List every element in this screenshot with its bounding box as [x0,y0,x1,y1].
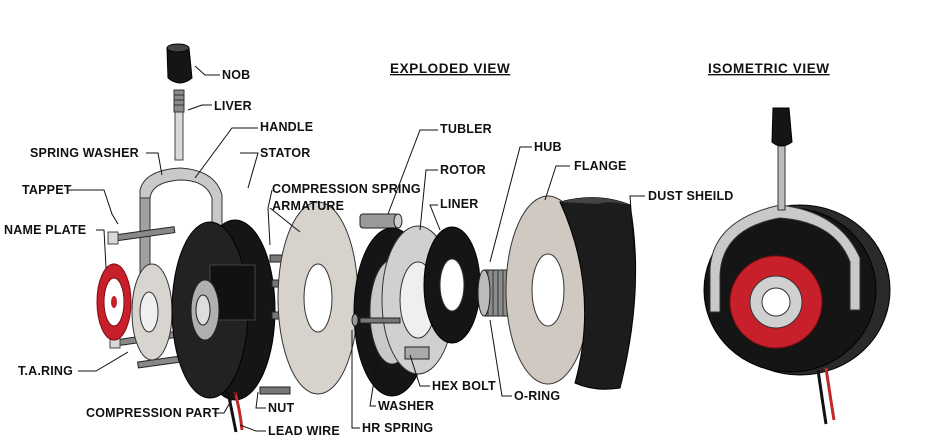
label-compression-spring: COMPRESSION SPRING [272,182,421,196]
label-tappet: TAPPET [22,183,72,197]
label-hub: HUB [534,140,562,154]
label-liner: LINER [440,197,479,211]
exploded-view-title: EXPLODED VIEW [390,61,510,76]
part-labels: NOB LIVER HANDLE SPRING WASHER STATOR TA… [4,68,734,438]
label-hr-spring: HR SPRING [362,421,433,435]
label-nut: NUT [268,401,294,415]
label-t-a-ring: T.A.RING [18,364,73,378]
label-hex-bolt: HEX BOLT [432,379,496,393]
isometric-view-title: ISOMETRIC VIEW [708,61,830,76]
label-handle: HANDLE [260,120,313,134]
label-o-ring: O-RING [514,389,560,403]
label-washer: WASHER [378,399,434,413]
label-armature: ARMATURE [272,199,344,213]
label-flange: FLANGE [574,159,627,173]
lead-wires-part [226,391,244,433]
label-dust-sheild: DUST SHEILD [648,189,734,203]
stator-part [171,219,276,401]
label-spring-washer: SPRING WASHER [30,146,139,160]
label-tubler: TUBLER [440,122,492,136]
leader-lines [68,65,645,432]
flange-part [505,195,591,385]
label-rotor: ROTOR [440,163,486,177]
isometric-assembly [703,107,891,425]
name-plate-part [96,263,132,341]
label-name-plate: NAME PLATE [4,223,86,237]
label-lead-wire: LEAD WIRE [268,424,340,438]
armature-part [277,201,359,395]
label-stator: STATOR [260,146,311,160]
tubler-part [359,213,403,229]
liver-part [173,89,185,161]
label-liver: LIVER [214,99,252,113]
hex-bolts-part [351,313,430,360]
knob-part [166,43,193,84]
dust-shield-part [559,197,637,390]
label-compression-part: COMPRESSION PART [86,406,220,420]
label-nob: NOB [222,68,250,82]
compression-part [131,263,173,361]
liner-part [423,226,481,344]
